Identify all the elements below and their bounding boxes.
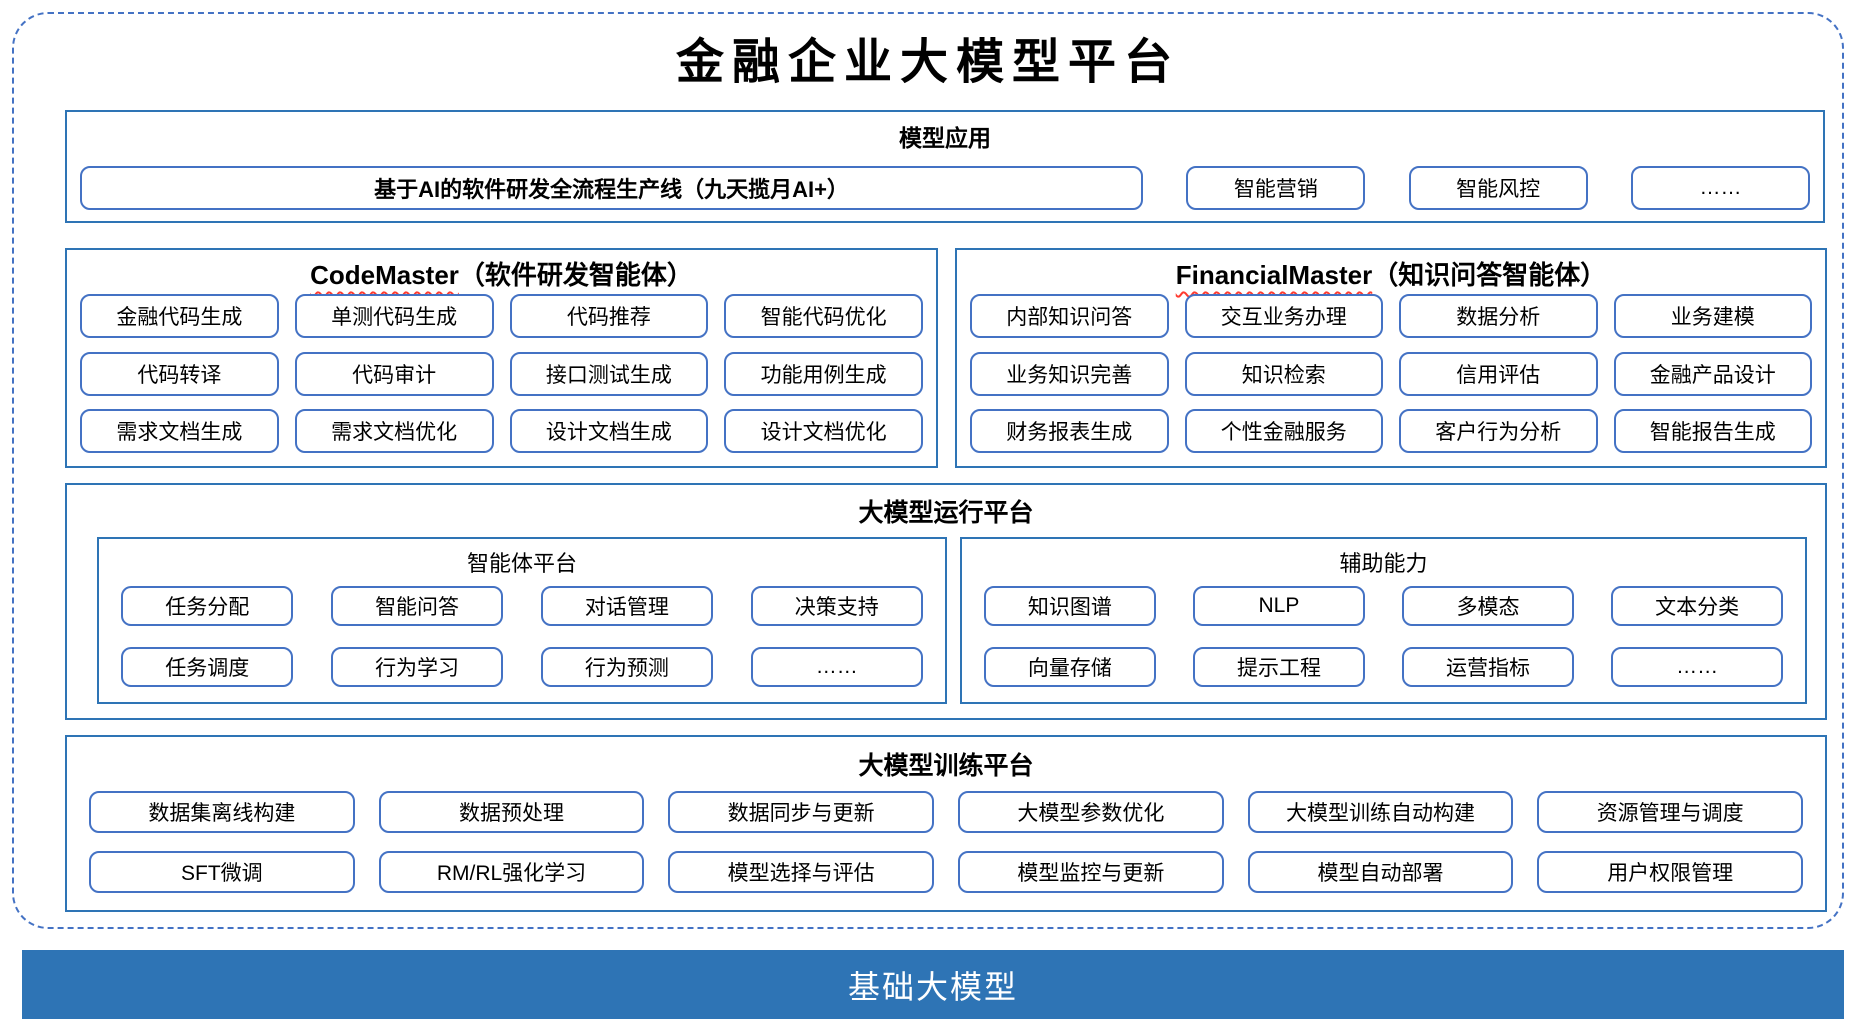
section-title: FinancialMaster（知识问答智能体） bbox=[957, 255, 1825, 292]
section-model-applications: 模型应用 基于AI的软件研发全流程生产线（九天揽月AI+） 智能营销 智能风控 … bbox=[65, 110, 1825, 223]
capability-chip: 代码推荐 bbox=[509, 294, 709, 338]
capability-chip: 内部知识问答 bbox=[970, 294, 1169, 338]
capability-chip: 设计文档优化 bbox=[724, 409, 923, 453]
agent-name-zh: （知识问答智能体） bbox=[1372, 260, 1607, 290]
capability-chip: 单测代码生成 bbox=[294, 294, 494, 338]
capability-chip: 业务知识完善 bbox=[970, 351, 1169, 396]
capability-chip: 知识图谱 bbox=[984, 586, 1156, 626]
capability-chip: 向量存储 bbox=[984, 647, 1156, 687]
capability-chip: 客户行为分析 bbox=[1399, 409, 1598, 453]
section-training-platform: 大模型训练平台 数据集离线构建 数据预处理 数据同步与更新 大模型参数优化 大模… bbox=[65, 735, 1827, 912]
agent-platform-grid: 任务分配 智能问答 对话管理 决策支持 任务调度 行为学习 行为预测 …… bbox=[121, 586, 923, 687]
capability-chip: 用户权限管理 bbox=[1537, 851, 1804, 893]
aux-capability-grid: 知识图谱 NLP 多模态 文本分类 向量存储 提示工程 运营指标 …… bbox=[984, 586, 1783, 687]
capability-chip: …… bbox=[1611, 647, 1783, 687]
section-financial-master: FinancialMaster（知识问答智能体） 内部知识问答 交互业务办理 数… bbox=[955, 248, 1827, 468]
app-chip-row: 基于AI的软件研发全流程生产线（九天揽月AI+） 智能营销 智能风控 …… bbox=[80, 166, 1810, 210]
subsection-title: 智能体平台 bbox=[466, 551, 577, 576]
capability-chip: 交互业务办理 bbox=[1184, 294, 1383, 338]
capability-chip: 代码转译 bbox=[80, 351, 279, 396]
capability-chip: 数据分析 bbox=[1399, 294, 1598, 338]
subsection-agent-platform: 智能体平台 任务分配 智能问答 对话管理 决策支持 任务调度 行为学习 行为预测… bbox=[97, 537, 947, 704]
capability-chip: 资源管理与调度 bbox=[1537, 791, 1804, 833]
capability-chip: 模型选择与评估 bbox=[668, 851, 935, 893]
app-item-chip: 智能风控 bbox=[1408, 166, 1588, 210]
section-title: 大模型运行平台 bbox=[858, 499, 1034, 527]
page-title: 金融企业大模型平台 bbox=[675, 34, 1180, 90]
capability-chip: 智能代码优化 bbox=[724, 294, 923, 338]
capability-chip: 数据预处理 bbox=[378, 791, 645, 833]
capability-chip: 决策支持 bbox=[750, 586, 923, 626]
training-platform-grid: 数据集离线构建 数据预处理 数据同步与更新 大模型参数优化 大模型训练自动构建 … bbox=[89, 791, 1804, 893]
capability-chip: 模型监控与更新 bbox=[958, 851, 1224, 893]
capability-chip: 财务报表生成 bbox=[970, 409, 1169, 453]
section-runtime-platform: 大模型运行平台 智能体平台 任务分配 智能问答 对话管理 决策支持 任务调度 行… bbox=[65, 483, 1827, 720]
capability-chip: 功能用例生成 bbox=[724, 351, 923, 396]
capability-chip: 接口测试生成 bbox=[509, 351, 709, 396]
capability-chip: 任务分配 bbox=[121, 586, 294, 626]
capability-chip: 需求文档生成 bbox=[80, 409, 279, 453]
capability-chip: NLP bbox=[1193, 586, 1365, 626]
agent-name-en: CodeMaster bbox=[310, 260, 459, 290]
capability-chip: 运营指标 bbox=[1402, 647, 1574, 687]
capability-chip: SFT微调 bbox=[89, 851, 355, 893]
agent-name-en: FinancialMaster bbox=[1175, 260, 1373, 290]
foundation-model-bar: 基础大模型 bbox=[22, 950, 1844, 1019]
financial-master-grid: 内部知识问答 交互业务办理 数据分析 业务建模 业务知识完善 知识检索 信用评估… bbox=[970, 294, 1812, 453]
code-master-grid: 金融代码生成 单测代码生成 代码推荐 智能代码优化 代码转译 代码审计 接口测试… bbox=[80, 294, 923, 453]
capability-chip: 个性金融服务 bbox=[1184, 409, 1383, 453]
capability-chip: 行为预测 bbox=[540, 647, 714, 687]
capability-chip: 对话管理 bbox=[540, 586, 714, 626]
app-item-chip: 智能营销 bbox=[1186, 166, 1366, 210]
capability-chip: 大模型参数优化 bbox=[958, 791, 1224, 833]
subsection-aux-capability: 辅助能力 知识图谱 NLP 多模态 文本分类 向量存储 提示工程 运营指标 …… bbox=[960, 537, 1807, 704]
capability-chip: 提示工程 bbox=[1193, 647, 1365, 687]
capability-chip: 智能报告生成 bbox=[1613, 409, 1812, 453]
capability-chip: 文本分类 bbox=[1611, 586, 1783, 626]
capability-chip: 业务建模 bbox=[1613, 294, 1812, 338]
agent-name-zh: （软件研发智能体） bbox=[458, 260, 693, 290]
capability-chip: RM/RL强化学习 bbox=[378, 851, 645, 893]
capability-chip: 任务调度 bbox=[121, 647, 294, 687]
section-title: CodeMaster（软件研发智能体） bbox=[67, 255, 936, 292]
capability-chip: 金融代码生成 bbox=[80, 294, 279, 338]
capability-chip: 代码审计 bbox=[294, 351, 494, 396]
capability-chip: 金融产品设计 bbox=[1613, 351, 1812, 396]
capability-chip: 数据同步与更新 bbox=[668, 791, 935, 833]
capability-chip: 智能问答 bbox=[330, 586, 504, 626]
app-pipeline-chip: 基于AI的软件研发全流程生产线（九天揽月AI+） bbox=[80, 166, 1143, 210]
app-item-chip: …… bbox=[1630, 166, 1810, 210]
capability-chip: 多模态 bbox=[1402, 586, 1574, 626]
outer-dashed-frame bbox=[12, 12, 1844, 929]
capability-chip: 需求文档优化 bbox=[294, 409, 494, 453]
capability-chip: 知识检索 bbox=[1184, 351, 1383, 396]
capability-chip: 设计文档生成 bbox=[509, 409, 709, 453]
capability-chip: 大模型训练自动构建 bbox=[1247, 791, 1514, 833]
capability-chip: 模型自动部署 bbox=[1247, 851, 1514, 893]
capability-chip: 行为学习 bbox=[330, 647, 504, 687]
capability-chip: 信用评估 bbox=[1399, 351, 1598, 396]
capability-chip: 数据集离线构建 bbox=[89, 791, 355, 833]
section-title: 模型应用 bbox=[899, 125, 991, 151]
section-code-master: CodeMaster（软件研发智能体） 金融代码生成 单测代码生成 代码推荐 智… bbox=[65, 248, 938, 468]
subsection-title: 辅助能力 bbox=[1339, 551, 1428, 576]
capability-chip: …… bbox=[750, 647, 923, 687]
section-title: 大模型训练平台 bbox=[858, 752, 1034, 780]
foundation-model-label: 基础大模型 bbox=[847, 968, 1018, 1005]
